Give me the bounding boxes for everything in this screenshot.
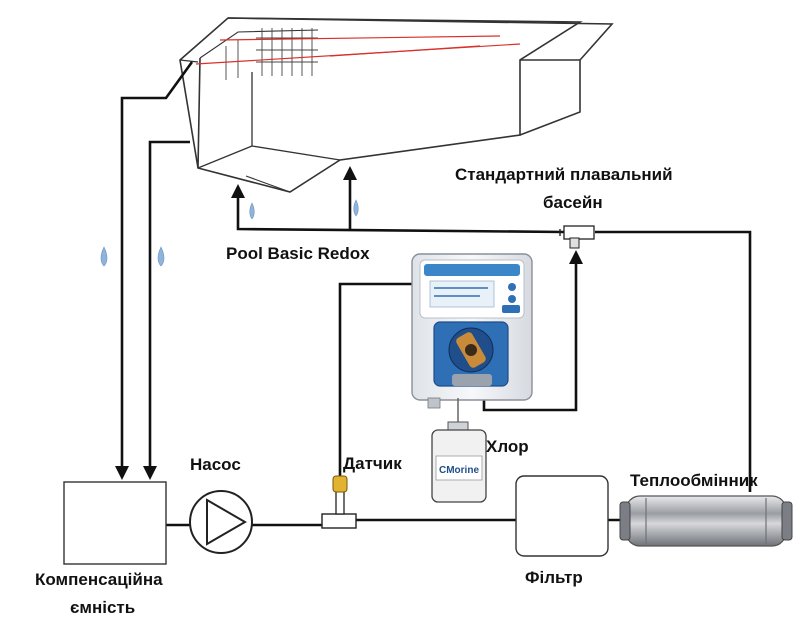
arrowhead-icon [231, 184, 245, 198]
arrowhead-icon [343, 166, 357, 180]
pump-label: Насос [190, 455, 241, 474]
sensor-label: Датчик [343, 454, 402, 473]
chlorine-label: Хлор [486, 437, 529, 456]
pool-tiles [225, 28, 318, 80]
probe-sensor-icon [321, 475, 357, 529]
arrowhead-icon [569, 250, 583, 264]
pool [179, 17, 614, 193]
flow-arrows [115, 166, 583, 480]
water-drop-icon [353, 199, 359, 217]
pool-label-line1: Стандартний плавальний [455, 165, 673, 184]
heat-exchanger-label: Теплообмінник [630, 471, 758, 490]
pipes [120, 61, 752, 527]
heat-exchanger [619, 495, 793, 547]
pool-basic-redox-device [411, 253, 533, 409]
pool-label-line2: басейн [543, 193, 603, 212]
water-marks [100, 199, 359, 267]
compensation-tank [63, 481, 167, 565]
lane-lines [195, 35, 521, 65]
injection-valve [559, 225, 595, 249]
chlorine-canister: CMorine [431, 398, 487, 503]
arrowhead-icon [143, 466, 157, 480]
centrifugal-pump-icon [189, 490, 253, 554]
water-drop-icon [249, 202, 255, 220]
tank-label-line2: ємність [70, 598, 135, 617]
filter [515, 475, 609, 557]
tank-label-line1: Компенсаційна [35, 570, 163, 589]
rotor-icon [456, 332, 486, 368]
canister-brand: CMorine [439, 465, 479, 476]
product-label: Pool Basic Redox [226, 244, 370, 263]
water-drop-icon [157, 246, 165, 267]
water-drop-icon [100, 246, 108, 267]
arrowhead-icon [115, 466, 129, 480]
filter-label: Фільтр [525, 568, 583, 587]
